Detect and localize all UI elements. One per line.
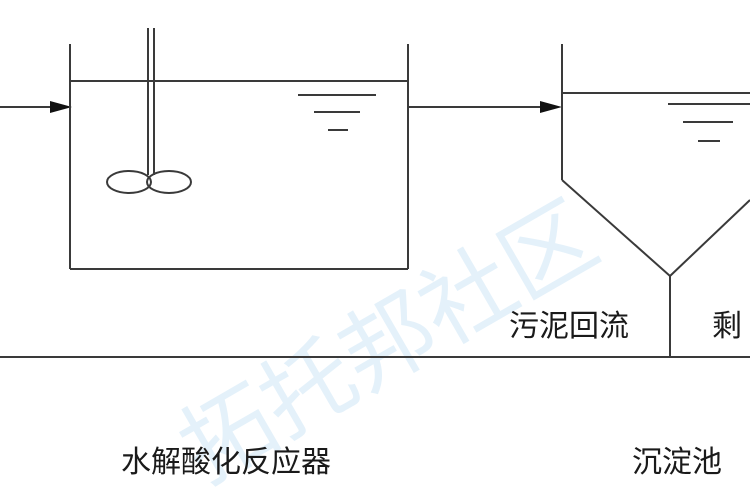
reactor-tank [69, 44, 409, 270]
excess-sludge-label: 剩 [712, 309, 742, 344]
inlet-arrow-icon [50, 101, 72, 113]
clarifier-tank [561, 44, 750, 277]
clarifier-water-level-icon [668, 103, 750, 142]
reactor-label: 水解酸化反应器 [121, 445, 331, 480]
transfer-arrow-icon [540, 101, 562, 113]
agitator-icon [106, 28, 192, 194]
reactor-water-level-icon [298, 94, 376, 131]
clarifier-label: 沉淀池 [632, 445, 722, 480]
sludge-return-label: 污泥回流 [509, 309, 629, 344]
